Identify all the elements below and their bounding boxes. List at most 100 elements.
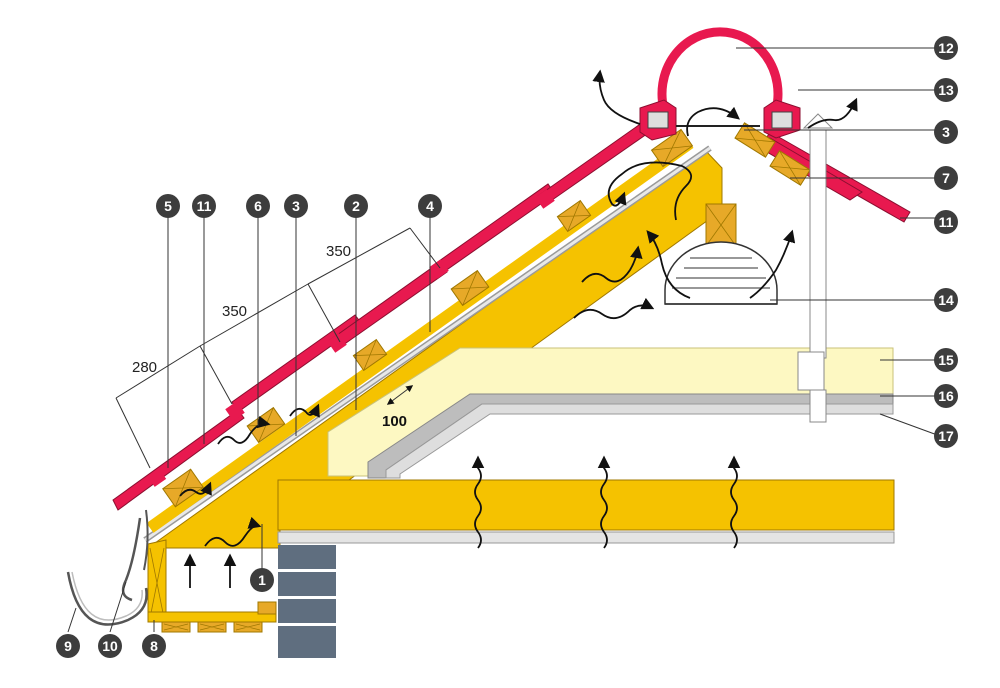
gutter-hook: [121, 517, 142, 602]
svg-text:9: 9: [64, 638, 72, 654]
airflow-arrows: [179, 69, 858, 588]
tile-batten: [556, 199, 592, 233]
svg-text:12: 12: [938, 40, 954, 56]
svg-text:7: 7: [942, 170, 950, 186]
dim-100: 100: [382, 413, 407, 430]
svg-text:6: 6: [254, 198, 262, 214]
tile-batten: [162, 468, 204, 508]
ceiling-board: [385, 403, 894, 479]
svg-text:5: 5: [164, 198, 172, 214]
soffit-board: [147, 611, 277, 623]
callout-13: 13: [934, 78, 958, 102]
vapour-arrow: [727, 455, 741, 549]
tile-nib: [535, 189, 555, 209]
callout-10: 10: [98, 634, 122, 658]
airflow-arrow-cowl: [646, 230, 691, 299]
tile-batten: [650, 128, 694, 168]
callout-6: 6: [246, 194, 270, 218]
dim-350-upper: 350: [326, 243, 351, 260]
brick: [278, 545, 336, 569]
brick: [278, 626, 336, 658]
roof-tiles: [112, 112, 665, 511]
svg-text:2: 2: [352, 198, 360, 214]
callout-11-right: 11: [934, 210, 958, 234]
svg-text:15: 15: [938, 352, 954, 368]
vent-pipe: [797, 113, 834, 423]
callout-3-right: 3: [934, 120, 958, 144]
callout-15: 15: [934, 348, 958, 372]
callout-8: 8: [142, 634, 166, 658]
airflow-arrow-cowl: [749, 229, 796, 299]
svg-text:1: 1: [258, 572, 266, 588]
leader-lines: [67, 47, 941, 633]
callout-2: 2: [344, 194, 368, 218]
callout-1: 1: [250, 568, 274, 592]
svg-text:14: 14: [938, 292, 954, 308]
collar-block: [705, 203, 737, 247]
callout-badges: 5 11 6 3 2 4 12 13 3 7 11 14 15 16 17 1 …: [56, 36, 958, 658]
svg-text:3: 3: [292, 198, 300, 214]
soffit-cross: [163, 623, 261, 631]
svg-text:11: 11: [939, 214, 954, 230]
vapour-arrow: [471, 455, 485, 549]
roof-underlay-inner: [144, 146, 711, 542]
airflow-arrow-ridge-out: [592, 69, 641, 125]
fascia-board-cross: [149, 547, 165, 619]
counter-batten: [146, 138, 694, 533]
gutter-inner: [71, 571, 143, 621]
airflow-arrow-ridge-out-right: [807, 97, 858, 129]
callout-4: 4: [418, 194, 442, 218]
vapour-arrow: [597, 455, 611, 549]
callout-11-left: 11: [192, 194, 216, 218]
svg-text:13: 13: [938, 82, 954, 98]
callout-16: 16: [934, 384, 958, 408]
callout-17: 17: [934, 424, 958, 448]
svg-text:11: 11: [197, 198, 212, 214]
airflow-arrow-ridge-in: [686, 106, 740, 137]
roof-tile: [329, 261, 448, 351]
dimension-lines: [115, 227, 441, 469]
svg-text:17: 17: [938, 428, 954, 444]
callout-9: 9: [56, 634, 80, 658]
tile-batten: [450, 269, 490, 307]
dim-280: 280: [132, 359, 157, 376]
callout-3-left: 3: [284, 194, 308, 218]
airflow-arrow-wavy: [581, 245, 643, 283]
svg-text:16: 16: [938, 388, 954, 404]
svg-text:10: 10: [102, 638, 118, 654]
svg-text:8: 8: [150, 638, 158, 654]
brick-wall: [278, 545, 336, 658]
airflow-arrow-wavy: [179, 481, 212, 497]
airflow-arrow-wavy: [289, 403, 320, 418]
roof-tile: [112, 409, 245, 511]
ventilation-cowl: [664, 241, 778, 305]
brick: [278, 572, 336, 596]
ridge-vent-right: [771, 111, 793, 129]
tile-battens: [162, 128, 694, 508]
airflow-arrow-loop: [607, 161, 692, 221]
tile-nib: [327, 333, 347, 353]
callout-7: 7: [934, 166, 958, 190]
callout-5: 5: [156, 194, 180, 218]
callout-14: 14: [934, 288, 958, 312]
ridge-vent-left: [647, 111, 669, 129]
tile-nib: [147, 469, 167, 487]
airflow-arrow-wavy: [204, 516, 262, 547]
svg-text:4: 4: [426, 198, 434, 214]
tile-nib: [225, 401, 245, 421]
callout-12: 12: [934, 36, 958, 60]
tile-nib: [429, 259, 449, 279]
ridge-tile: [657, 27, 783, 112]
tile-batten: [352, 338, 388, 372]
ceiling-joist: [277, 479, 895, 531]
right-tile-batten: [734, 122, 776, 158]
soffit-end-block: [257, 601, 277, 615]
airflow-arrow-wavy: [573, 297, 655, 320]
brick: [278, 599, 336, 623]
gutter: [66, 571, 148, 626]
dim-350-lower: 350: [222, 303, 247, 320]
ceiling-plaster: [277, 531, 895, 544]
svg-text:3: 3: [942, 124, 950, 140]
gutter-drip-edge: [143, 509, 149, 571]
